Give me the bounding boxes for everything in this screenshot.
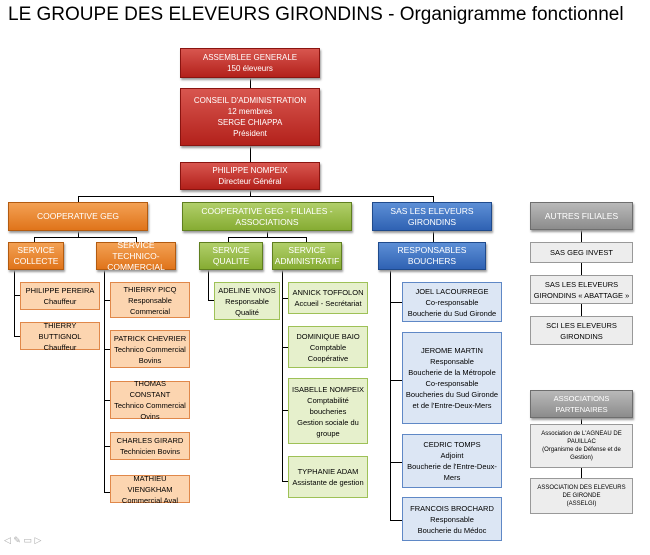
service-collecte: SERVICE COLLECTE	[8, 242, 64, 270]
connector	[104, 349, 110, 350]
person-card: JEROME MARTIN Responsable Boucherie de l…	[402, 332, 502, 424]
person-card: ISABELLE NOMPEIX Comptabilité boucheries…	[288, 378, 368, 444]
branch-cooperative: COOPERATIVE GEG	[8, 202, 148, 231]
association-box: Association de L'AGNEAU DE PAUILLAC (Org…	[530, 424, 633, 468]
connector	[282, 298, 288, 299]
connector	[282, 410, 288, 411]
branch-filiales: COOPERATIVE GEG - FILIALES - ASSOCIATION…	[182, 202, 352, 231]
service-technico: SERVICE TECHNICO-COMMERCIAL	[96, 240, 176, 272]
person-card: CHARLES GIRARD Technicien Bovins	[110, 432, 190, 460]
person-card: PHILIPPE PEREIRA Chauffeur	[20, 282, 100, 310]
connector	[390, 270, 391, 520]
person-card: TYPHANIE ADAM Assistante de gestion	[288, 456, 368, 498]
connector	[104, 446, 110, 447]
connector	[282, 481, 288, 482]
connector	[267, 231, 268, 237]
connector	[581, 263, 582, 275]
connector	[78, 196, 433, 197]
connector	[306, 237, 307, 242]
connector	[250, 190, 251, 196]
connector	[581, 418, 582, 424]
slide-controls-icon[interactable]: ◁ ✎ ▭ ▷	[4, 535, 42, 545]
connector	[104, 400, 110, 401]
connector	[282, 270, 283, 481]
service-administratif: SERVICE ADMINISTRATIF	[272, 242, 342, 270]
connector	[390, 462, 402, 463]
connector	[136, 237, 137, 242]
connector	[282, 347, 288, 348]
associations-header: ASSOCIATIONS PARTENAIRES	[530, 390, 633, 418]
connector	[104, 300, 110, 301]
connector	[581, 468, 582, 478]
connector	[78, 196, 79, 202]
filiale-box: SAS LES ELEVEURS GIRONDINS « ABATTAGE »	[530, 275, 633, 304]
person-card: THIERRY BUTTIGNOL Chauffeur	[20, 321, 100, 352]
connector	[390, 520, 402, 521]
connector	[581, 304, 582, 316]
directeur-general-box: PHILIPPE NOMPEIX Directeur Général	[180, 162, 320, 190]
connector	[433, 231, 434, 242]
connector	[78, 231, 79, 237]
service-responsables-bouchers: RESPONSABLES BOUCHERS	[378, 242, 486, 270]
connector	[250, 78, 251, 88]
connector	[228, 237, 229, 242]
connector	[34, 237, 35, 242]
branch-sas: SAS LES ELEVEURS GIRONDINS	[372, 202, 492, 231]
person-card: ANNICK TOFFOLON Accueil - Secrétariat	[288, 282, 368, 314]
connector	[104, 492, 110, 493]
connector	[390, 380, 402, 381]
connector	[34, 237, 136, 238]
person-card: JOEL LACOURREGE Co-responsable Boucherie…	[402, 282, 502, 322]
assemblee-generale-box: ASSEMBLEE GENERALE 150 éleveurs	[180, 48, 320, 78]
person-card: FRANCOIS BROCHARD Responsable Boucherie …	[402, 497, 502, 541]
person-card: DOMINIQUE BAIO Comptable Coopérative	[288, 326, 368, 368]
connector	[228, 237, 306, 238]
connector	[14, 336, 20, 337]
filiale-box: SAS GEG INVEST	[530, 242, 633, 263]
connector	[390, 302, 402, 303]
connector	[104, 270, 105, 492]
person-card: THOMAS CONSTANT Technico Commercial Ovin…	[110, 379, 190, 421]
service-qualite: SERVICE QUALITE	[199, 242, 263, 270]
filiale-box: SCI LES ELEVEURS GIRONDINS	[530, 316, 633, 345]
connector	[581, 230, 582, 242]
person-card: THIERRY PICQ Responsable Commercial	[110, 282, 190, 318]
connector	[14, 295, 20, 296]
connector	[208, 270, 209, 300]
person-card: CEDRIC TOMPS Adjoint Boucherie de l'Entr…	[402, 434, 502, 488]
page-title: LE GROUPE DES ELEVEURS GIRONDINS - Organ…	[8, 4, 624, 25]
branch-autres-filiales: AUTRES FILIALES	[530, 202, 633, 230]
connector	[208, 300, 214, 301]
person-card: MATHIEU VIENGKHAM Commercial Aval	[110, 474, 190, 505]
conseil-administration-box: CONSEIL D'ADMINISTRATION 12 membres SERG…	[180, 88, 320, 146]
association-box: ASSOCIATION DES ELEVEURS DE GIRONDE (ASS…	[530, 478, 633, 514]
connector	[250, 146, 251, 162]
person-card: PATRICK CHEVRIER Technico Commercial Bov…	[110, 330, 190, 368]
connector	[14, 270, 15, 336]
person-card: ADELINE VINOS Responsable Qualité	[214, 282, 280, 320]
connector	[433, 196, 434, 202]
